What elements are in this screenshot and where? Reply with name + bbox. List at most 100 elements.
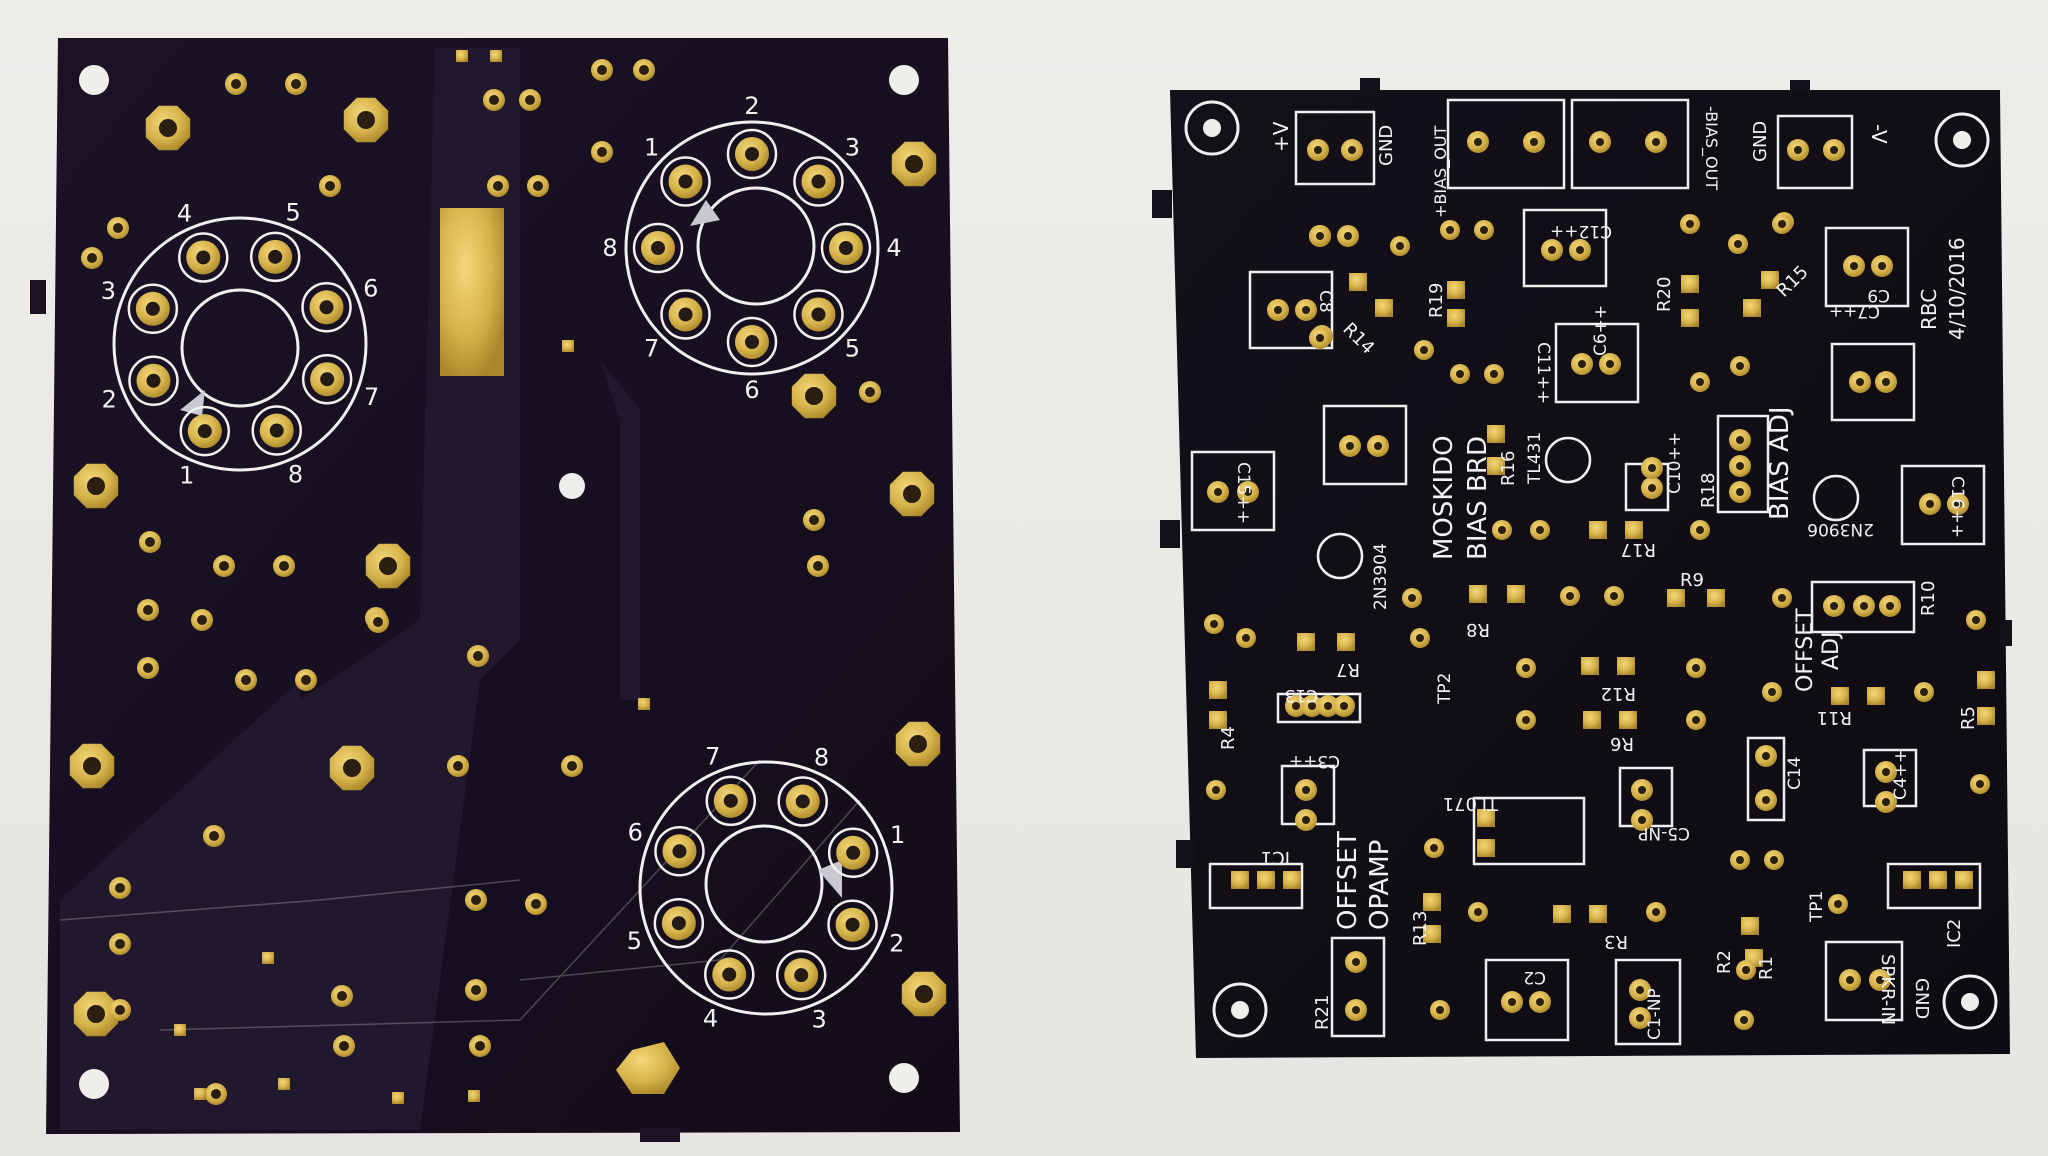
- component-pad-hole: [1374, 442, 1382, 450]
- square-via: [278, 1078, 290, 1090]
- smd-pad: [1447, 281, 1465, 299]
- socket-pin-hole: [794, 968, 809, 983]
- smd-pad: [1589, 905, 1607, 923]
- component-pad-hole: [1316, 334, 1324, 342]
- socket-pin-hole: [319, 300, 334, 315]
- component-pad-hole: [1352, 1006, 1360, 1014]
- board-credit-line2: 4/10/2016: [1945, 237, 1969, 340]
- resistor-label: R8: [1466, 619, 1490, 640]
- component-pad-hole: [1882, 768, 1890, 776]
- component-pad-hole: [1830, 146, 1838, 154]
- gnd-label-top-left: GND: [1376, 125, 1397, 166]
- component-pad-hole: [1308, 702, 1316, 710]
- resistor-label: R13: [1410, 911, 1431, 946]
- socket-pin-ring: [827, 899, 878, 950]
- component-pad-hole: [1856, 378, 1864, 386]
- socket-pin-number: 3: [812, 1006, 827, 1034]
- component-pad-hole: [1846, 976, 1854, 984]
- component-pad-hole: [1578, 360, 1586, 368]
- via-hole: [471, 985, 481, 995]
- via-hole: [339, 1041, 349, 1051]
- board-title-line1: MOSKIDO: [1429, 435, 1459, 560]
- smd-pad: [1583, 711, 1601, 729]
- socket-pin-hole: [745, 147, 759, 161]
- smd-pad: [1349, 273, 1367, 291]
- via-hole: [115, 883, 125, 893]
- socket-pin-hole: [145, 301, 160, 316]
- via-hole: [1976, 780, 1984, 788]
- component-pad-hole: [1292, 702, 1300, 710]
- capacitor-label: C2: [1523, 967, 1546, 987]
- mounting-pad-hole: [87, 477, 105, 495]
- socket-pin-ring: [179, 405, 231, 457]
- via-hole: [279, 561, 289, 571]
- smd-pad: [1297, 633, 1315, 651]
- via-hole: [639, 65, 649, 75]
- resistor-label: R3: [1604, 931, 1628, 952]
- socket-pin-ring: [660, 289, 711, 340]
- socket-pin-hole: [197, 424, 212, 439]
- spkr-in-label: SPKR-IN: [1877, 954, 1898, 1025]
- socket-pin-ring: [827, 827, 879, 879]
- via-hole: [291, 79, 301, 89]
- via-hole: [197, 615, 207, 625]
- socket-pin-number: 2: [889, 929, 904, 957]
- minus-v-label: -V: [1867, 124, 1891, 144]
- via-hole: [219, 561, 229, 571]
- socket-pin-number: 1: [890, 821, 905, 849]
- resistor-label: R21: [1312, 995, 1333, 1030]
- mounting-pad-hole: [909, 735, 927, 753]
- corner-hole: [889, 1063, 919, 1093]
- socket-pin-number: 7: [705, 742, 720, 770]
- component-pad-hole: [1926, 500, 1934, 508]
- via-hole: [1736, 856, 1744, 864]
- plus-bias-out-label: +BIAS_OUT: [1431, 125, 1451, 218]
- via-hole: [209, 831, 219, 841]
- tl071-label: TL071: [1443, 793, 1499, 814]
- capacitor-label: C9: [1867, 285, 1890, 305]
- via-hole: [1536, 526, 1544, 534]
- corner-hole: [79, 65, 109, 95]
- square-via: [174, 1024, 186, 1036]
- smd-pad: [1553, 905, 1571, 923]
- component-pad-hole: [1302, 306, 1310, 314]
- via-hole: [373, 617, 383, 627]
- gnd-label-bottom: GND: [1911, 978, 1932, 1019]
- component-pad-hole: [1530, 138, 1538, 146]
- smd-pad: [1743, 299, 1761, 317]
- socket-pin-number: 8: [288, 461, 303, 489]
- via-hole: [473, 651, 483, 661]
- resistor-label: R12: [1601, 683, 1636, 704]
- socket-pin-hole: [671, 916, 686, 931]
- via-hole: [1480, 226, 1488, 234]
- via-hole: [1696, 378, 1704, 386]
- socket-pin-ring: [793, 289, 844, 340]
- capacitor-label: C1-NP: [1645, 988, 1665, 1040]
- component-outlines: [1190, 98, 1986, 1046]
- socket-pin-ring: [178, 232, 229, 283]
- component-pad-hole: [1214, 488, 1222, 496]
- mounting-pad-hole: [159, 119, 177, 137]
- socket-pin-ring: [704, 949, 755, 1000]
- socket-pin-hole: [651, 241, 665, 255]
- board-credit-line1: RBC: [1917, 289, 1941, 330]
- component-pad-hole: [1878, 262, 1886, 270]
- mounting-pad-hole: [357, 111, 375, 129]
- socket-pin-hole: [811, 174, 826, 189]
- socket-pin-hole: [269, 423, 284, 438]
- capacitor-label: C4++: [1891, 749, 1911, 800]
- component-pad-hole: [1508, 998, 1516, 1006]
- right-board-silkscreen: MOSKIDO BIAS BRD RBC 4/10/2016 BIAS ADJ …: [1218, 106, 1979, 1040]
- component-pad-hole: [1244, 488, 1252, 496]
- socket-pin-ring: [128, 355, 179, 406]
- capacitor-label: C8: [1315, 290, 1335, 313]
- smd-pad: [1337, 633, 1355, 651]
- via-hole: [1920, 688, 1928, 696]
- offset-adj-label-1: OFFSET: [1793, 608, 1818, 692]
- right-pcb-board: MOSKIDO BIAS BRD RBC 4/10/2016 BIAS ADJ …: [1152, 78, 2012, 1058]
- via-hole: [865, 387, 875, 397]
- board-hole: [559, 473, 585, 499]
- component-pad-hole: [1882, 798, 1890, 806]
- via-hole: [567, 761, 577, 771]
